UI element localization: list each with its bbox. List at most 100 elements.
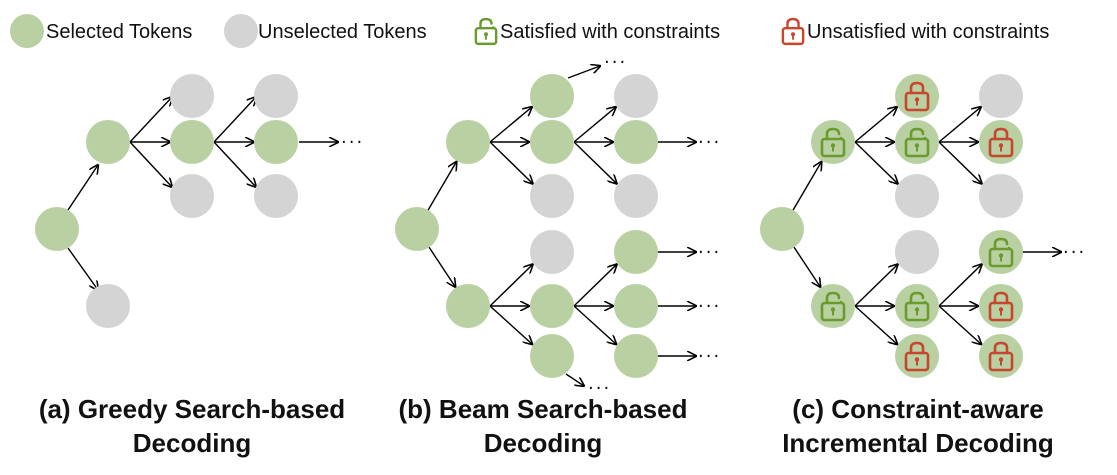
panel-a-node-b3 [254, 174, 298, 218]
legend-satisfied-lock-icon [474, 17, 498, 46]
edge-arrow [427, 245, 455, 287]
panel-a-greedy-search: ··· (a) Greedy Search-based Decoding [35, 74, 364, 458]
edge-arrow [567, 66, 600, 79]
satisfied-lock-icon [820, 127, 846, 158]
edge-arrow [489, 305, 532, 344]
panel-c-node-l2 [895, 284, 939, 328]
edge-arrow [854, 264, 898, 307]
panel-c-caption-line2: Incremental Decoding [782, 428, 1054, 458]
panel-b-node-u [446, 120, 490, 164]
ellipsis: ··· [698, 132, 721, 153]
panel-a-edges [67, 97, 338, 290]
panel-b-beam-search: ·················· (b) Beam Search-based… [395, 52, 721, 458]
legend-satisfied-label: Satisfied with constraints [500, 21, 720, 43]
panel-c-node-u23 [979, 174, 1023, 218]
panel-b-nodes [395, 74, 658, 378]
edge-arrow [854, 107, 897, 143]
edge-arrow [938, 141, 982, 184]
panel-c-caption-line1: (c) Constraint-aware [792, 394, 1043, 424]
panel-a-node-root [35, 207, 79, 251]
edge-arrow [938, 264, 982, 307]
ellipsis: ··· [588, 378, 611, 399]
panel-b-node-u23 [614, 174, 658, 218]
panel-b-node-u21 [614, 74, 658, 118]
legend-unsatisfied-label: Unsatisfied with constraints [807, 21, 1049, 43]
panel-c-edges [791, 107, 1061, 344]
panel-c-node-u1 [895, 74, 939, 118]
edge-arrow [489, 141, 533, 184]
edge-arrow [938, 305, 981, 344]
panel-c-ellipses: ··· [1063, 242, 1086, 263]
panel-c-node-l3 [895, 334, 939, 378]
panel-a-node-n2 [86, 284, 130, 328]
panel-a-caption-line2: Decoding [133, 428, 251, 458]
panel-b-caption-line2: Decoding [484, 428, 602, 458]
panel-a-nodes [35, 74, 298, 328]
ellipsis: ··· [698, 346, 721, 367]
legend-selected-label: Selected Tokens [46, 21, 192, 43]
panel-c-node-l [811, 284, 855, 328]
ellipsis: ··· [604, 52, 627, 73]
panel-a-node-b1 [254, 74, 298, 118]
panel-b-node-l1 [530, 230, 574, 274]
unsatisfied-lock-icon [904, 81, 930, 112]
unsatisfied-lock-icon [988, 127, 1014, 158]
panel-c-node-l22 [979, 284, 1023, 328]
panel-a-node-a2 [170, 120, 214, 164]
edge-arrow [573, 141, 617, 184]
edge-arrow [573, 264, 617, 307]
panel-a-caption-line1: (a) Greedy Search-based [39, 394, 345, 424]
panel-c-node-u22 [979, 120, 1023, 164]
panel-b-node-u3 [530, 174, 574, 218]
satisfied-lock-icon [820, 291, 846, 322]
panel-a-node-a1 [170, 74, 214, 118]
panel-c-node-l1 [895, 230, 939, 274]
edge-arrow [792, 245, 820, 287]
edge-arrow [854, 305, 897, 344]
panel-c-constraint-aware: ··· (c) Constraint-aware Incremental Dec… [760, 74, 1086, 458]
edge-arrow [573, 107, 616, 143]
unsatisfied-lock-icon [904, 341, 930, 372]
panel-b-edges [426, 66, 696, 386]
panel-c-node-u [811, 120, 855, 164]
panel-b-node-l [446, 284, 490, 328]
legend: Selected Tokens Unselected Tokens Satisf… [10, 14, 1049, 48]
panel-b-node-u2 [530, 120, 574, 164]
panel-b-node-l23 [614, 334, 658, 378]
panel-b-node-u1 [530, 74, 574, 118]
satisfied-lock-icon [904, 291, 930, 322]
satisfied-lock-icon [904, 127, 930, 158]
edge-arrow [791, 162, 821, 213]
edge-arrow [489, 264, 533, 307]
panel-c-node-l23 [979, 334, 1023, 378]
edge-arrow [938, 107, 981, 143]
legend-unselected-label: Unselected Tokens [258, 21, 427, 43]
panel-a-node-a3 [170, 174, 214, 218]
panel-b-node-l2 [530, 284, 574, 328]
panel-b-node-l3 [530, 334, 574, 378]
unsatisfied-lock-icon [988, 341, 1014, 372]
panel-b-ellipses: ·················· [588, 52, 721, 399]
edge-arrow [426, 162, 456, 213]
panel-c-node-u3 [895, 174, 939, 218]
panel-a-ellipsis: ··· [341, 132, 364, 153]
edge-arrow [854, 141, 898, 184]
ellipsis: ··· [698, 296, 721, 317]
panel-c-node-root [760, 207, 804, 251]
unsatisfied-lock-glyph [781, 17, 805, 46]
edge-arrow [565, 373, 584, 386]
ellipsis: ··· [1063, 242, 1086, 263]
legend-unsatisfied-lock-icon [781, 17, 805, 46]
legend-unselected-swatch [224, 14, 258, 48]
panel-b-node-l21 [614, 230, 658, 274]
panel-a-node-n1 [86, 120, 130, 164]
satisfied-lock-glyph [474, 17, 498, 46]
panel-b-caption-line1: (b) Beam Search-based [399, 394, 688, 424]
panel-c-nodes [760, 74, 1023, 378]
panel-b-node-root [395, 207, 439, 251]
edge-arrow [573, 305, 616, 344]
edge-arrow [489, 107, 532, 143]
panel-b-node-u22 [614, 120, 658, 164]
panel-c-node-u2 [895, 120, 939, 164]
